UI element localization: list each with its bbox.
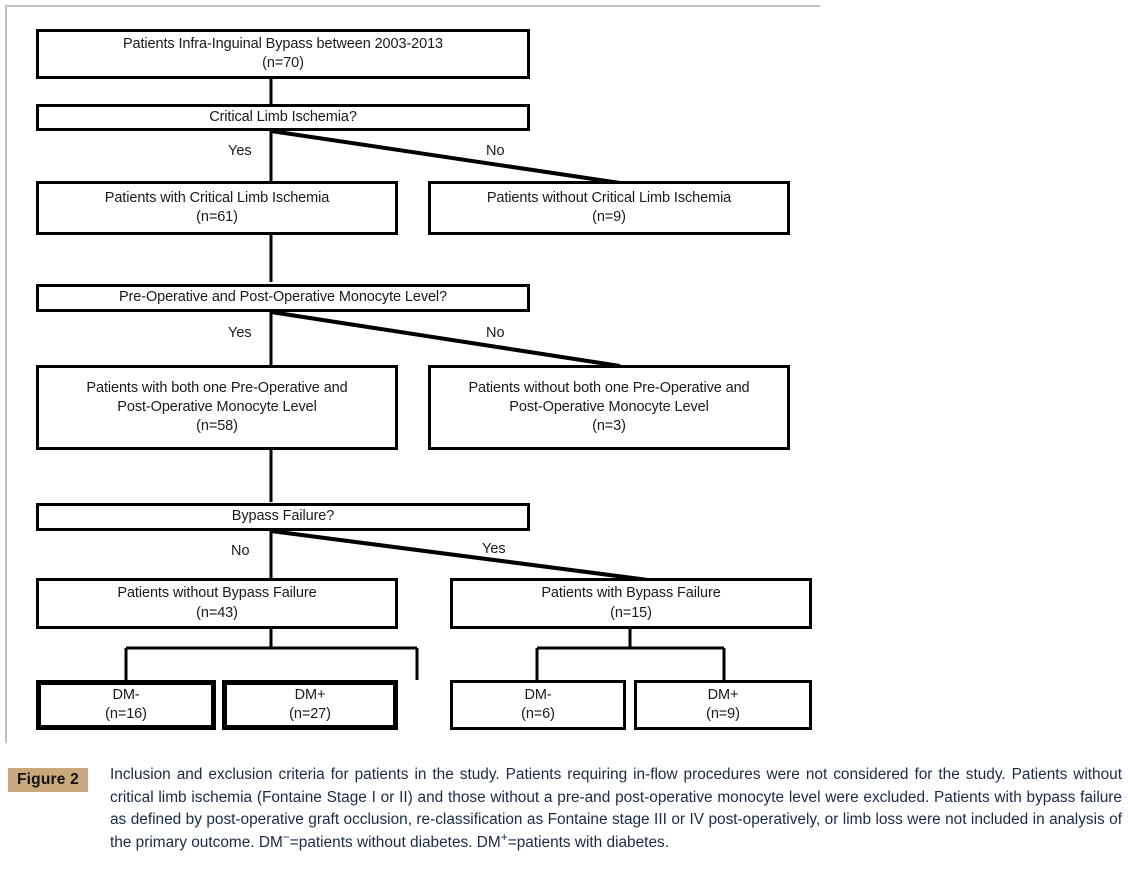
node-root-line1: Patients Infra-Inguinal Bypass between 2… [122,35,444,52]
node-failure-dm-negative: DM- (n=6) [450,680,626,730]
node-cli-yes-line1: Patients with Critical Limb Ischemia [104,189,330,206]
node-monocyte-yes-line2: Post-Operative Monocyte Level [117,398,317,415]
node-monocyte-yes-line1: Patients with both one Pre-Operative and [86,379,348,396]
node-question-bypass-failure: Bypass Failure? [36,503,530,531]
node-failure-dm-positive: DM+ (n=9) [634,680,812,730]
figure-caption-text: Inclusion and exclusion criteria for pat… [110,764,1122,855]
node-failure-dm-negative-line1: DM- [524,686,552,703]
node-question-cli-label: Critical Limb Ischemia? [209,108,357,125]
node-question-monocyte-label: Pre-Operative and Post-Operative Monocyt… [118,289,448,306]
page-rule-left [5,5,7,743]
node-failure-dm-positive-line2: (n=9) [706,706,740,722]
caption-sup-plus: + [500,829,508,844]
flowchart-connectors [124,79,726,680]
node-monocyte-no: Patients without both one Pre-Operative … [428,365,790,450]
node-nofailure-dm-negative: DM- (n=16) [36,680,216,730]
node-cli-yes-line2: (n=61) [196,209,238,225]
branch-label-monocyte-yes: Yes [228,325,252,341]
node-nofailure-dm-negative-line1: DM- [112,686,140,703]
node-failure-no: Patients without Bypass Failure (n=43) [36,578,398,629]
node-monocyte-no-line1: Patients without both one Pre-Operative … [468,379,750,396]
node-nofailure-dm-positive-line2: (n=27) [289,706,331,722]
node-failure-dm-positive-line1: DM+ [707,686,739,703]
node-cli-no-line2: (n=9) [592,209,626,225]
node-monocyte-yes: Patients with both one Pre-Operative and… [36,365,398,450]
node-failure-no-line1: Patients without Bypass Failure [117,585,317,602]
node-monocyte-no-line3: (n=3) [592,418,626,435]
figure-number-badge: Figure 2 [8,768,88,793]
node-root-line2: (n=70) [262,55,304,71]
node-nofailure-dm-positive-line1: DM+ [294,686,326,703]
caption-segment-2: =patients without diabetes. DM [289,833,501,851]
flowchart: Patients Infra-Inguinal Bypass between 2… [36,29,812,730]
node-cli-no: Patients without Critical Limb Ischemia … [428,181,790,235]
node-failure-no-line2: (n=43) [196,604,238,621]
node-failure-yes-line2: (n=15) [610,604,652,621]
node-question-critical-limb-ischemia: Critical Limb Ischemia? [36,104,530,131]
page-rule-top [6,5,820,7]
node-cli-no-line1: Patients without Critical Limb Ischemia [486,189,732,206]
node-monocyte-yes-line3: (n=58) [196,418,238,435]
node-nofailure-dm-positive: DM+ (n=27) [222,680,398,730]
node-cli-yes: Patients with Critical Limb Ischemia (n=… [36,181,398,235]
branch-label-failure-no: No [231,543,250,559]
branch-label-cli-yes: Yes [228,143,252,159]
node-question-monocyte-level: Pre-Operative and Post-Operative Monocyt… [36,284,530,312]
branch-label-failure-yes: Yes [482,541,506,557]
caption-sup-minus: − [282,829,290,844]
node-failure-yes: Patients with Bypass Failure (n=15) [450,578,812,629]
branch-label-monocyte-no: No [486,325,505,341]
node-question-bypass-failure-label: Bypass Failure? [231,508,335,525]
figure-caption: Figure 2 Inclusion and exclusion criteri… [0,762,1129,880]
node-monocyte-no-line2: Post-Operative Monocyte Level [509,398,709,415]
caption-segment-1: Inclusion and exclusion criteria for pat… [110,766,1122,851]
node-failure-yes-line1: Patients with Bypass Failure [541,585,721,602]
branch-label-cli-no: No [486,143,505,159]
caption-segment-3: =patients with diabetes. [507,833,669,851]
node-root: Patients Infra-Inguinal Bypass between 2… [36,29,530,79]
node-failure-dm-negative-line2: (n=6) [521,706,555,722]
node-nofailure-dm-negative-line2: (n=16) [105,706,147,722]
